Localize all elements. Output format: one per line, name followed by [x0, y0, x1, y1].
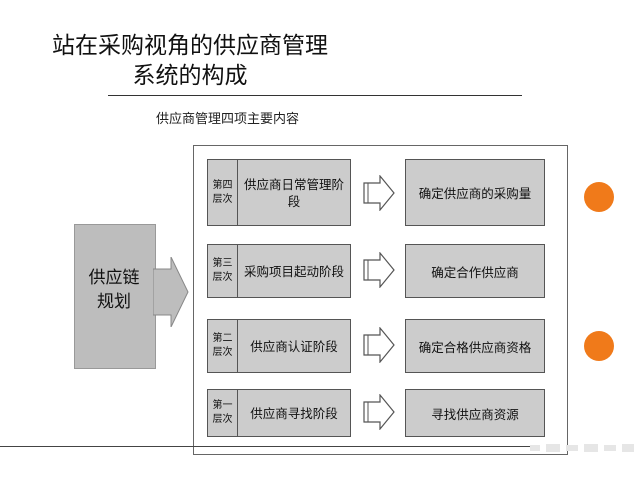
stage-box-level-3: 第三层次 采购项目起动阶段 [207, 244, 351, 298]
stage-box-level-2: 第二层次 供应商认证阶段 [207, 319, 351, 373]
supply-chain-planning-block [74, 224, 156, 369]
result-box-level-3: 确定合作供应商 [405, 244, 545, 298]
section-subtitle: 供应商管理四项主要内容 [156, 112, 300, 127]
result-box-level-1: 寻找供应商资源 [405, 389, 545, 437]
stage-label: 采购项目起动阶段 [243, 263, 344, 279]
page-title-line-2: 系统的构成 [132, 63, 248, 89]
level-label: 第二层次 [208, 320, 238, 372]
supply-chain-planning-label: 供应链 规划 [74, 266, 154, 314]
orange-circle-icon [584, 331, 614, 361]
stage-label: 供应商寻找阶段 [250, 405, 338, 421]
watermark-logo-icon [530, 444, 634, 452]
outline-arrow-icon [363, 175, 395, 211]
stage-box-level-1: 第一层次 供应商寻找阶段 [207, 389, 351, 437]
supply-chain-planning-label-line-1: 供应链 [88, 268, 140, 288]
outline-arrow-icon [363, 252, 395, 288]
level-label: 第一层次 [208, 390, 238, 436]
page-title-line-1: 站在采购视角的供应商管理 [52, 33, 328, 59]
supply-chain-planning-label-line-2: 规划 [97, 292, 131, 312]
result-label: 确定合作供应商 [431, 264, 519, 280]
outline-arrow-icon [363, 394, 395, 430]
result-box-level-2: 确定合格供应商资格 [405, 319, 545, 373]
outline-arrow-icon [363, 327, 395, 363]
result-box-level-4: 确定供应商的采购量 [405, 159, 545, 226]
right-arrow-icon [153, 257, 189, 327]
bottom-divider [0, 446, 540, 447]
result-label: 确定合格供应商资格 [418, 339, 532, 355]
result-label: 寻找供应商资源 [431, 406, 519, 422]
orange-circle-icon [584, 182, 614, 212]
stage-label: 供应商日常管理阶段 [243, 176, 344, 209]
level-label: 第四层次 [208, 160, 238, 225]
level-label: 第三层次 [208, 245, 238, 297]
stage-box-level-4: 第四层次 供应商日常管理阶段 [207, 159, 351, 226]
result-label: 确定供应商的采购量 [418, 186, 532, 201]
stage-label: 供应商认证阶段 [250, 338, 338, 354]
title-divider [108, 95, 522, 96]
